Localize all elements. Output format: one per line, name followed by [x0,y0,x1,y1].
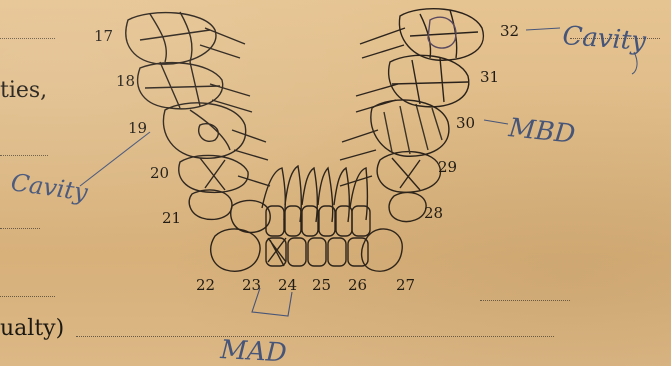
tooth-24-icon [266,238,286,266]
tooth-label-31: 31 [480,68,499,86]
tooth-28-icon [389,192,426,221]
tooth-31-icon [389,55,469,107]
tooth-label-26: 26 [348,276,367,294]
tooth-label-28: 28 [424,204,443,222]
tooth-23-icon [231,200,270,232]
tooth-label-18: 18 [116,72,135,90]
tooth-label-19: 19 [128,119,147,137]
tooth-label-25: 25 [312,276,331,294]
tooth-label-17: 17 [94,27,113,45]
tooth-label-27: 27 [396,276,415,294]
tooth-label-29: 29 [438,158,457,176]
form-rule-1 [0,38,55,39]
tooth-label-32: 32 [500,22,519,40]
tooth-25-icon [308,238,326,266]
tooth-label-20: 20 [150,164,169,182]
tooth-17-icon [126,13,216,65]
tooth-30-icon [371,100,449,156]
form-rule-5 [0,296,55,297]
tooth-19-icon [163,103,245,158]
pencil-annotations: Cavity Cavity MBD MAD [9,21,647,366]
tooth-label-22: 22 [196,276,215,294]
tooth-18-icon [138,63,223,109]
annotation-cavity-left: Cavity [9,168,90,207]
annotation-leader-right-top [526,28,560,30]
tooth-number-labels: 17 18 19 20 21 22 23 24 25 26 27 28 29 3… [94,22,519,294]
tooth-20-icon [179,155,248,192]
form-rule-7 [76,336,554,337]
annotation-mbd: MBD [506,113,576,150]
tooth-32-icon [399,9,483,61]
annotation-mad: MAD [219,335,288,366]
annotation-leader-mbd [484,120,508,124]
tooth-label-21: 21 [162,209,181,227]
tooth-22-icon [211,229,260,271]
form-rule-4 [0,228,40,229]
form-label-cavities: ties, [0,78,47,103]
tooth-29-icon [377,152,440,193]
form-rule-3 [0,155,48,156]
tooth-label-23: 23 [242,276,261,294]
tooth-21-icon [189,190,232,220]
tooth-label-30: 30 [456,114,475,132]
form-rule-6 [480,300,570,301]
teeth-outlines [126,9,484,271]
annotation-cavity-right: Cavity [562,21,648,57]
form-rule-2 [570,38,660,39]
tooth-27-icon [362,229,403,271]
annotation-bracket-mad [252,288,292,316]
form-label-casualty: ualty) [0,316,64,341]
annotation-leader-left [80,132,150,186]
tooth-label-24: 24 [278,276,297,294]
tooth-26-icon [348,238,368,266]
